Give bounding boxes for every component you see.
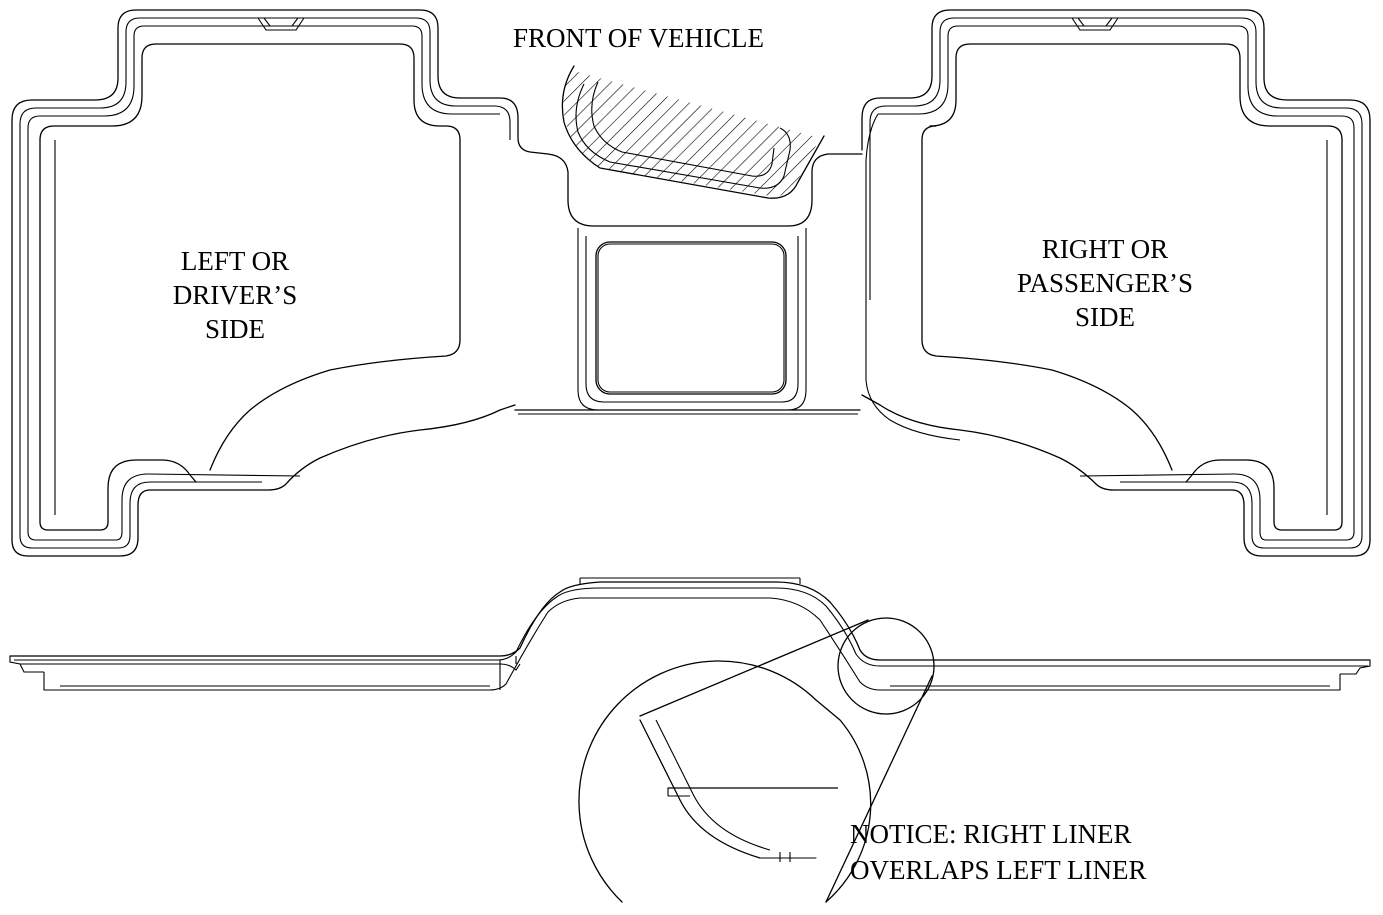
front-of-vehicle-label: FRONT OF VEHICLE (513, 23, 765, 53)
right-liner-outline (861, 9, 1371, 557)
right-side-label-line-2: PASSENGER’S (1016, 268, 1194, 298)
side-profile (9, 577, 1371, 691)
notice-label-line-2: OVERLAPS LEFT LINER (850, 855, 1147, 885)
left-side-label: LEFT OR DRIVER’S SIDE (140, 244, 330, 346)
notice-label-line-1: NOTICE: RIGHT LINER (850, 819, 1132, 849)
left-liner-outline (11, 9, 549, 557)
center-hump (514, 65, 863, 415)
left-side-label-line-2: DRIVER’S (172, 280, 298, 310)
right-side-label: RIGHT OR PASSENGER’S SIDE (1005, 232, 1205, 334)
right-side-label-line-1: RIGHT OR (1041, 234, 1169, 264)
left-side-label-line-1: LEFT OR (180, 246, 290, 276)
notice-label: NOTICE: RIGHT LINER OVERLAPS LEFT LINER (850, 816, 1147, 888)
left-side-label-line-3: SIDE (205, 314, 265, 344)
right-side-label-line-3: SIDE (1075, 302, 1135, 332)
detail-callout (578, 617, 935, 903)
